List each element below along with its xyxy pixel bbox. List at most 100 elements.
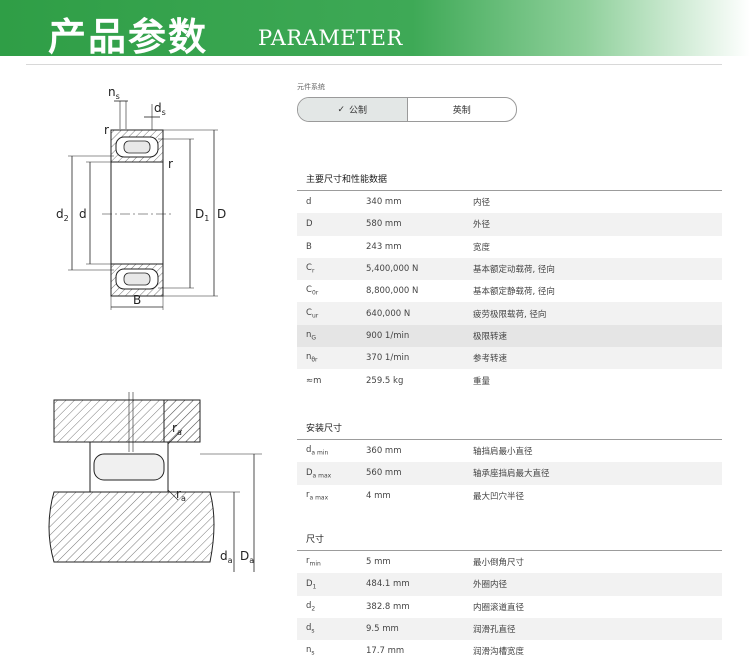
svg-text:ra: ra xyxy=(176,487,186,503)
param-symbol-main: C xyxy=(306,263,312,274)
svg-text:da: da xyxy=(220,549,233,565)
svg-text:ns: ns xyxy=(108,85,120,101)
param-symbol: ra max xyxy=(297,490,366,502)
param-value: 560 mm xyxy=(366,468,402,479)
param-symbol: d xyxy=(297,197,366,207)
param-description: 润滑沟槽宽度 xyxy=(473,647,525,658)
param-symbol-sub: a max xyxy=(312,472,332,480)
param-symbol: D xyxy=(297,219,366,229)
svg-text:r: r xyxy=(168,157,173,171)
metric-button[interactable]: ✓ 公制 xyxy=(298,98,408,121)
header-banner: 产品参数 PARAMETER xyxy=(0,0,750,59)
param-description: 外径 xyxy=(473,220,491,231)
param-symbol-sub: s xyxy=(311,627,315,635)
param-value: 9.5 mm xyxy=(366,624,399,635)
param-description: 内径 xyxy=(473,198,491,209)
param-symbol: B xyxy=(297,242,366,252)
param-symbol: nG xyxy=(297,330,366,342)
param-symbol-sub: G xyxy=(311,334,317,342)
param-value: 5 mm xyxy=(366,557,391,568)
param-symbol-sub: 0r xyxy=(311,290,319,298)
param-symbol-sub: θr xyxy=(311,357,318,365)
param-symbol: rmin xyxy=(297,556,366,568)
param-value: 5,400,000 N xyxy=(366,264,419,275)
param-description: 最小倒角尺寸 xyxy=(473,558,525,569)
param-symbol-sub: r xyxy=(311,267,315,275)
svg-text:B: B xyxy=(133,293,141,307)
param-symbol-main: d xyxy=(306,445,312,456)
param-description: 基本额定动载荷, 径向 xyxy=(473,265,555,276)
param-description: 内圈滚道直径 xyxy=(473,602,525,613)
svg-text:d: d xyxy=(79,207,87,221)
param-value: 370 1/min xyxy=(366,353,410,364)
param-symbol-sub: min xyxy=(309,560,321,568)
param-description: 轴挡肩最小直径 xyxy=(473,447,533,458)
param-value: 580 mm xyxy=(366,219,402,230)
bearing-section-drawing: ns ds r r d2 d D1 D B xyxy=(56,85,226,310)
banner-title-cn: 产品参数 xyxy=(48,15,209,59)
unit-system-toggle: ✓ 公制 英制 xyxy=(297,97,517,122)
param-symbol: da min xyxy=(297,445,366,457)
svg-text:Da: Da xyxy=(240,549,254,565)
section-title: 尺寸 xyxy=(297,530,722,551)
table-row: ds 9.5 mm 润滑孔直径 xyxy=(297,617,722,641)
param-symbol-main: D xyxy=(306,219,313,230)
metric-label: 公制 xyxy=(349,106,368,116)
param-symbol: nθr xyxy=(297,352,366,364)
param-value: 340 mm xyxy=(366,197,402,208)
param-symbol-main: d xyxy=(306,623,312,634)
mounting-drawing: ra ra da Da xyxy=(48,392,262,572)
table-row: D 580 mm 外径 xyxy=(297,213,722,236)
param-symbol-main: B xyxy=(306,241,312,252)
param-symbol-main: d xyxy=(306,600,312,611)
param-value: 8,800,000 N xyxy=(366,286,419,297)
param-symbol: ns xyxy=(297,645,366,657)
param-symbol-sub: a min xyxy=(311,449,329,457)
svg-text:D: D xyxy=(217,207,226,221)
param-description: 轴承座挡肩最大直径 xyxy=(473,469,550,480)
param-symbol: Da max xyxy=(297,468,366,480)
svg-text:D1: D1 xyxy=(195,207,209,223)
param-description: 重量 xyxy=(473,376,491,387)
imperial-button[interactable]: 英制 xyxy=(408,98,517,121)
imperial-label: 英制 xyxy=(452,106,471,116)
svg-text:r: r xyxy=(104,123,109,137)
param-value: 360 mm xyxy=(366,446,402,457)
param-value: 4 mm xyxy=(366,490,391,501)
param-symbol-main: r xyxy=(306,556,310,567)
param-symbol-sub: 2 xyxy=(311,605,316,613)
param-description: 润滑孔直径 xyxy=(473,625,516,636)
param-value: 640,000 N xyxy=(366,308,411,319)
param-description: 参考转速 xyxy=(473,354,508,365)
param-symbol-main: D xyxy=(306,467,313,478)
param-symbol: d2 xyxy=(297,601,366,613)
section-title: 安装尺寸 xyxy=(297,419,722,440)
param-symbol-sub: s xyxy=(311,650,315,658)
param-symbol-sub: 1 xyxy=(312,583,317,591)
param-symbol-main: D xyxy=(306,578,313,589)
param-symbol: Cr xyxy=(297,263,366,275)
param-value: 900 1/min xyxy=(366,330,410,341)
divider xyxy=(26,64,722,65)
param-symbol-main: r xyxy=(306,489,310,500)
param-symbol-main: C xyxy=(306,307,312,318)
param-symbol-sub: a max xyxy=(309,494,329,502)
param-value: 259.5 kg xyxy=(366,375,404,386)
unit-system-label: 元件系统 xyxy=(297,83,325,91)
param-symbol-sub: ur xyxy=(311,312,319,320)
param-symbol: Cur xyxy=(297,308,366,320)
param-value: 382.8 mm xyxy=(366,601,410,612)
